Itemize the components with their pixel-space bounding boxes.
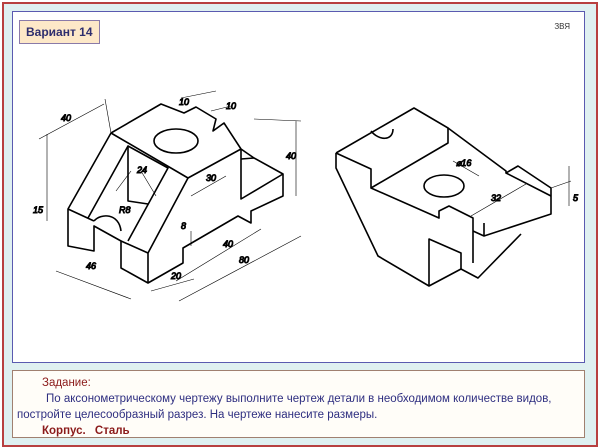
drawing-sheet: 40 10 10 24 30 40 R8 15 8 40 80 46 20 <box>12 11 585 363</box>
part-name: Корпус. <box>42 425 86 437</box>
left-isometric-view <box>67 103 284 284</box>
task-panel: Задание: По аксонометрическому чертежу в… <box>12 370 585 438</box>
right-isometric-view <box>335 107 552 287</box>
dim-dia16: ⌀16 <box>456 158 471 168</box>
task-heading: Задание: <box>42 377 91 389</box>
dim-30: 30 <box>206 173 216 183</box>
dim-10-b: 10 <box>226 101 236 111</box>
dim-r8: R8 <box>119 205 131 215</box>
left-dimension-lines <box>38 90 302 302</box>
dim-15: 15 <box>33 205 44 215</box>
dim-10-a: 10 <box>179 97 189 107</box>
isometric-drawings: 40 10 10 24 30 40 R8 15 8 40 80 46 20 <box>33 90 580 302</box>
dim-46: 46 <box>86 261 96 271</box>
dim-8: 8 <box>181 221 186 231</box>
part-info: Корпус. Сталь <box>13 423 584 439</box>
dim-32: 32 <box>491 193 501 203</box>
right-dimension-lines <box>452 160 572 217</box>
dim-40-height: 40 <box>286 151 296 161</box>
part-material: Сталь <box>94 425 130 437</box>
variant-badge: Вариант 14 <box>19 20 100 44</box>
dim-40-top: 40 <box>61 113 71 123</box>
dim-24: 24 <box>136 165 147 175</box>
sheet-code: ЗВЯ <box>554 22 570 31</box>
task-text: По аксонометрическому чертежу выполните … <box>17 393 552 421</box>
dim-40-bottom: 40 <box>223 239 233 249</box>
right-dimension-labels: ⌀16 32 5 <box>456 158 580 204</box>
dim-80: 80 <box>239 255 249 265</box>
dim-20: 20 <box>170 271 181 281</box>
dim-5: 5 <box>573 193 579 203</box>
left-dimension-labels: 40 10 10 24 30 40 R8 15 8 40 80 46 20 <box>33 97 297 282</box>
